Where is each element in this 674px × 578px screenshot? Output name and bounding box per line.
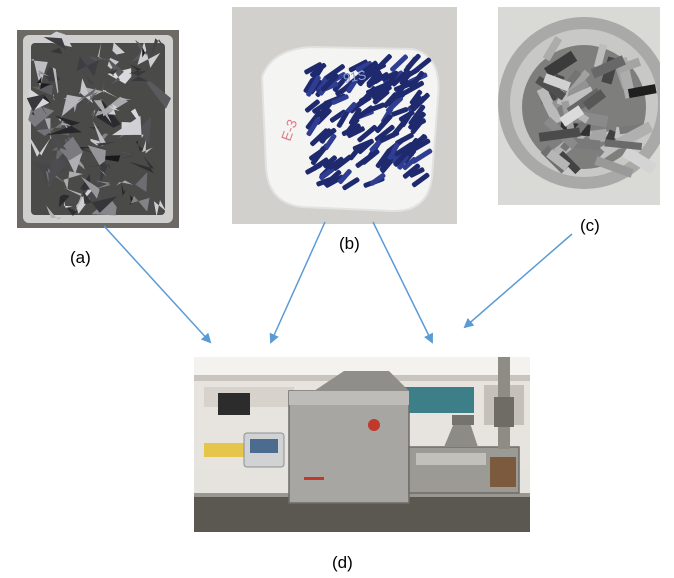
photo-b-blue-pellets: E-3 91S xyxy=(232,7,457,224)
arrow-c-to-d xyxy=(463,233,573,329)
arrow-b-left-to-d xyxy=(269,221,326,344)
photo-a-shredded-scraps xyxy=(17,30,179,228)
arrow-a-to-d xyxy=(103,225,212,344)
photo-c-chopped-strips xyxy=(498,7,660,205)
svg-text:91S: 91S xyxy=(342,67,368,86)
label-c: (c) xyxy=(580,216,600,235)
label-a: (a) xyxy=(70,248,91,267)
label-d: (d) xyxy=(332,553,353,572)
arrow-b-right-to-d xyxy=(372,221,433,344)
photo-d-extruder xyxy=(194,357,530,532)
label-b: (b) xyxy=(339,234,360,253)
svg-text:E-3: E-3 xyxy=(278,117,301,143)
